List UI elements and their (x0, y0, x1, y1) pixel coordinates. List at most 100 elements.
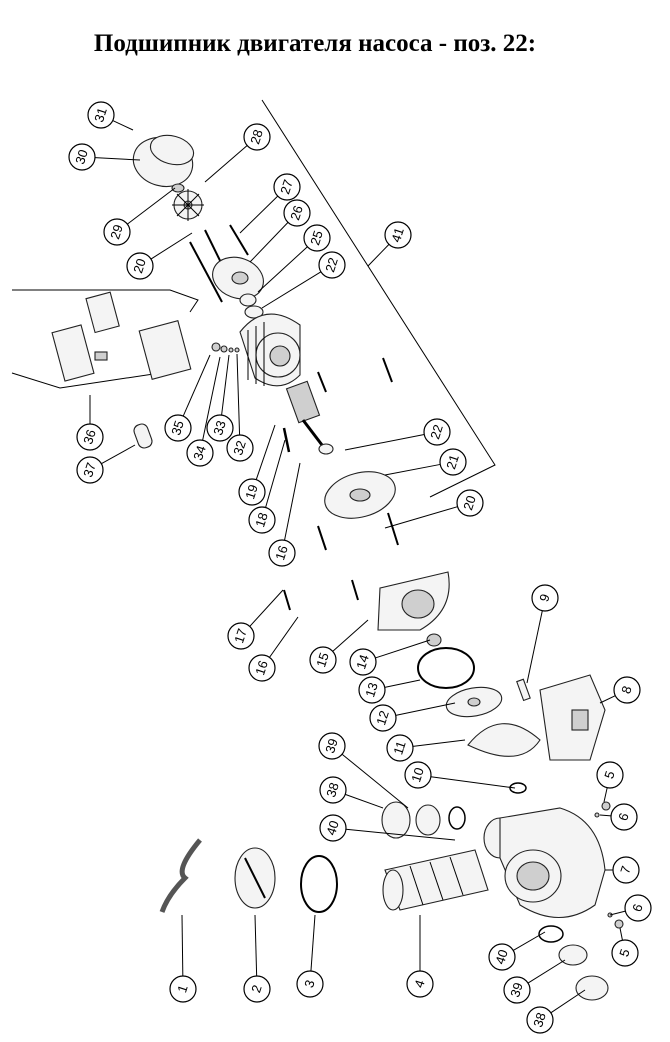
callout-5: 5 (611, 927, 639, 967)
callout-circle (273, 173, 301, 201)
callout-leader-line (255, 424, 276, 480)
callout-circle (76, 456, 104, 484)
callout-number: 34 (190, 444, 209, 462)
callout-20: 20 (384, 489, 484, 529)
callout-leader-line (236, 353, 241, 436)
callout-21: 21 (384, 448, 467, 476)
pin (516, 678, 531, 702)
strainer-lid (234, 847, 276, 909)
cable-gland-parts (211, 342, 240, 353)
callout-circle (318, 251, 346, 279)
callout-circle (87, 101, 115, 129)
callout-circle (126, 252, 154, 280)
callout-number: 2 (248, 983, 265, 995)
callout-leader-line (345, 828, 456, 841)
callout-leader-line (221, 354, 230, 416)
o-ring-13 (417, 647, 475, 689)
callout-2: 2 (243, 914, 271, 1003)
callout-25: 25 (257, 224, 331, 293)
callout-number: 20 (130, 257, 149, 275)
rear-bearing (239, 293, 264, 319)
callout-leader-line (249, 222, 289, 263)
callout-leader-line (249, 589, 284, 627)
callout-circle (68, 143, 96, 171)
callout-leader-line (101, 444, 136, 465)
callout-31: 31 (87, 101, 134, 131)
callout-circle (303, 224, 331, 252)
callout-7: 7 (605, 856, 640, 884)
callout-number: 5 (601, 769, 618, 781)
callout-number: 40 (492, 948, 511, 966)
capacitor (133, 423, 153, 449)
rear-flange (212, 256, 264, 300)
callout-number: 38 (530, 1011, 549, 1029)
callout-number: 29 (107, 223, 126, 241)
strainer-basket (382, 849, 489, 911)
callout-35: 35 (164, 354, 211, 442)
callout-number: 37 (80, 461, 99, 479)
callout-circle (227, 622, 255, 650)
callout-34: 34 (186, 356, 221, 467)
callout-leader-line (412, 739, 466, 747)
callout-circle (319, 776, 347, 804)
callout-leader-line (341, 753, 409, 809)
callout-37: 37 (76, 444, 136, 484)
callout-number: 25 (307, 229, 326, 247)
callout-leader-line (112, 120, 134, 131)
motor-frame-lines (11, 99, 496, 498)
callout-leader-line (254, 914, 258, 977)
callout-leader-line (181, 914, 184, 977)
callout-number: 22 (322, 256, 341, 274)
callout-number: 12 (373, 709, 392, 727)
callout-1: 1 (169, 914, 197, 1003)
callout-circle (248, 506, 276, 534)
callout-circle (610, 803, 638, 831)
callout-18: 18 (248, 439, 286, 534)
callout-leader-line (512, 931, 546, 951)
callout-number: 41 (388, 226, 407, 244)
callout-circle (358, 676, 386, 704)
callout-circle (624, 894, 652, 922)
callout-leader-line (599, 695, 616, 704)
callout-number: 38 (323, 781, 342, 799)
callout-circle (404, 761, 432, 789)
callout-29: 29 (103, 187, 176, 246)
fan-cover (132, 134, 195, 193)
callout-circle (439, 448, 467, 476)
callout-number: 32 (230, 439, 249, 457)
callout-number: 10 (408, 766, 427, 784)
callout-20: 20 (126, 232, 193, 280)
callout-30: 30 (68, 143, 141, 171)
callout-leader-line (261, 271, 322, 309)
pump-housing (483, 801, 624, 929)
callout-leader-line (265, 439, 286, 508)
callout-circle (186, 439, 214, 467)
callout-circle (76, 423, 104, 451)
callout-number: 6 (629, 902, 646, 914)
callout-41: 41 (367, 221, 412, 267)
callout-number: 18 (252, 511, 271, 529)
callout-circle (612, 856, 640, 884)
callout-circle (268, 539, 296, 567)
callout-circle (243, 123, 271, 151)
callout-number: 13 (362, 681, 381, 699)
callout-leader-line (384, 506, 458, 529)
callout-22: 22 (261, 251, 346, 309)
callout-circle (456, 489, 484, 517)
callout-circle (611, 939, 639, 967)
callout-circle (226, 434, 254, 462)
callout-40: 40 (488, 931, 546, 971)
terminal-box (51, 291, 192, 382)
callout-leader-line (384, 463, 441, 476)
callout-33: 33 (206, 354, 234, 442)
callout-leader-line (332, 619, 369, 652)
callout-leader-line (269, 616, 299, 658)
callout-12: 12 (369, 702, 456, 732)
callout-layer: 3130292827262522204136373534333222212019… (68, 101, 652, 1034)
callout-circle (103, 218, 131, 246)
callout-circle (319, 814, 347, 842)
callout-leader-line (395, 702, 456, 716)
callout-number: 22 (427, 423, 446, 441)
callout-39: 39 (503, 959, 566, 1004)
